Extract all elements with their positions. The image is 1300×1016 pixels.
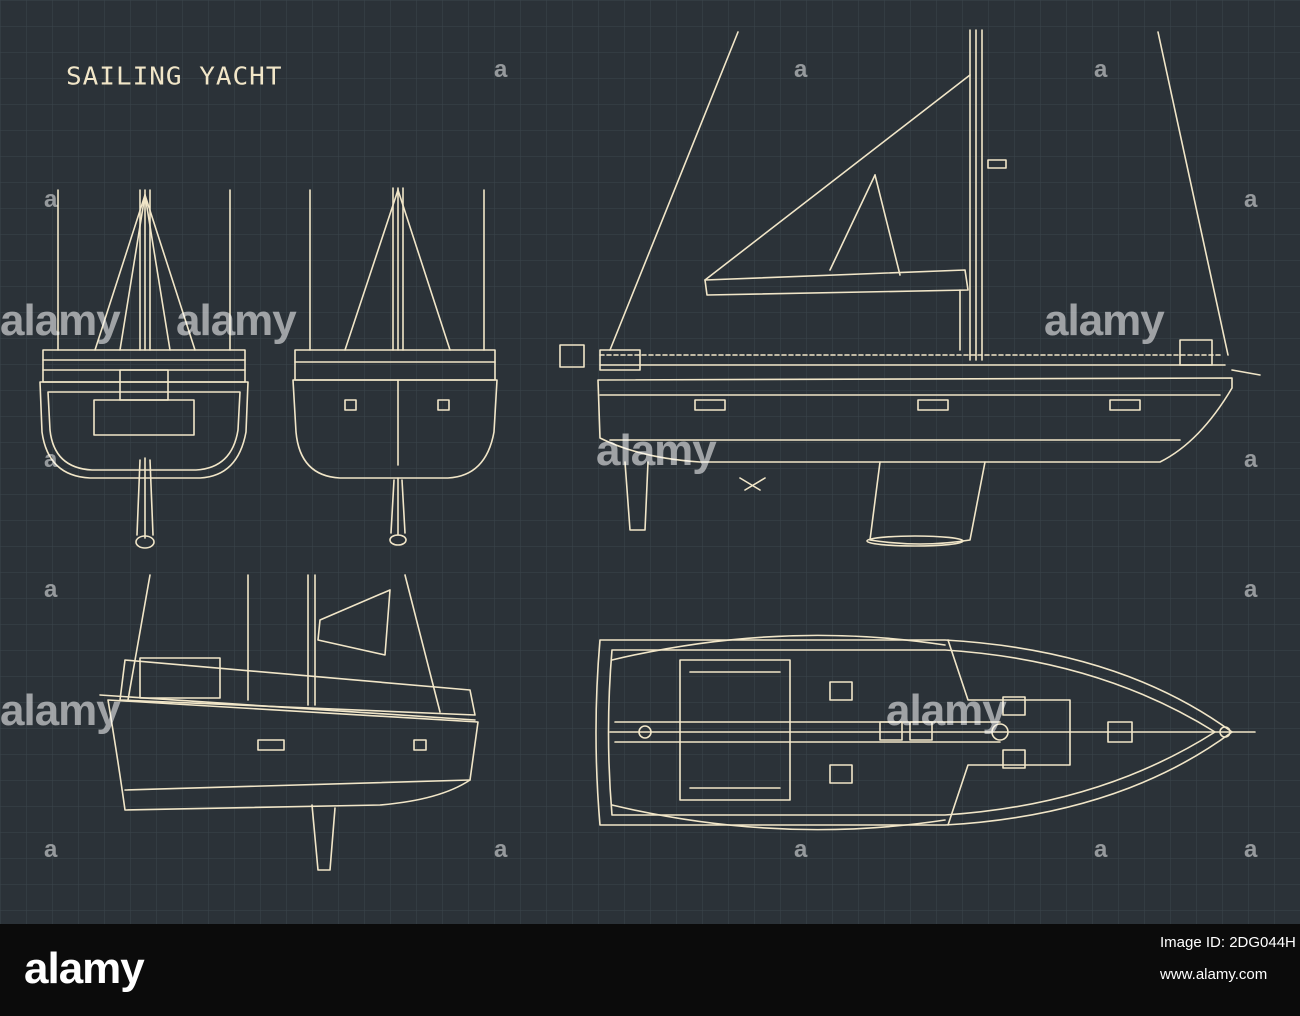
watermark-icon: a [794, 836, 808, 863]
watermark-icon: a [794, 56, 808, 83]
watermark-icon: a [1094, 836, 1108, 863]
watermark-left: alamy [0, 296, 121, 345]
blueprint-drawing [0, 0, 1300, 924]
watermark-icon: a [44, 186, 58, 213]
watermark-icon: a [1094, 56, 1108, 83]
blueprint-sheet: SAILING YACHT alamy alamy alamy alamy al… [0, 0, 1300, 924]
stern-view [39, 189, 249, 549]
watermark-icon: a [494, 56, 508, 83]
side-profile [559, 29, 1261, 547]
watermark-icon: a [1244, 446, 1258, 473]
perspective-view [99, 574, 479, 871]
watermark-icon: a [44, 576, 58, 603]
watermark-icon: a [494, 836, 508, 863]
watermark-icon: a [1244, 836, 1258, 863]
watermark-icon: a [1244, 576, 1258, 603]
watermark-icon: a [44, 836, 58, 863]
watermark-right: alamy [1044, 296, 1165, 345]
watermark-icon: a [44, 446, 58, 473]
watermark-bottom-left: alamy [0, 686, 121, 735]
page-title: SAILING YACHT [66, 62, 283, 92]
footer-logo[interactable]: alamy [24, 944, 145, 993]
image-id: Image ID: 2DG044H [1160, 934, 1296, 951]
bow-view [292, 187, 498, 546]
footer-url[interactable]: www.alamy.com [1160, 966, 1268, 983]
stock-footer: alamy Image ID: 2DG044H www.alamy.com [0, 924, 1300, 1016]
watermark-deck: alamy [886, 686, 1007, 735]
deck-plan [595, 634, 1256, 831]
watermark-stern: alamy [176, 296, 297, 345]
watermark-icon: a [1244, 186, 1258, 213]
watermark-hull: alamy [596, 426, 717, 475]
